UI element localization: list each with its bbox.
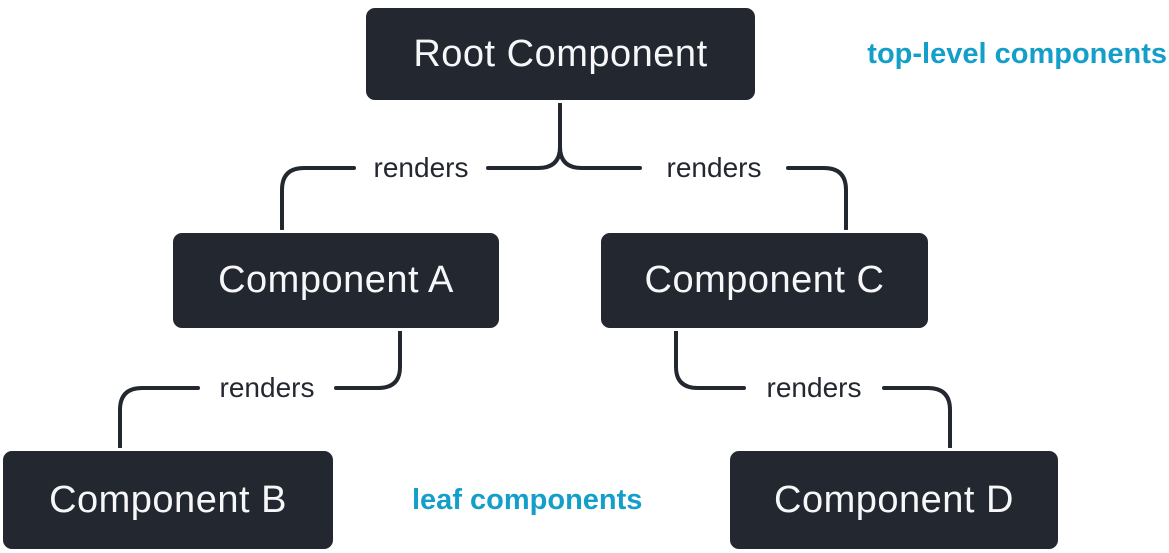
node-component-b: Component B <box>0 448 336 552</box>
node-component-b-label: Component B <box>49 478 287 521</box>
edge-label-renders-root-to-a: renders <box>373 152 469 183</box>
node-component-a: Component A <box>170 230 502 331</box>
node-component-c-label: Component C <box>644 259 885 301</box>
node-component-c: Component C <box>598 230 931 331</box>
annotation-leaf-components: leaf components <box>412 484 643 516</box>
node-root-component-label: Root Component <box>413 32 708 75</box>
node-component-a-label: Component A <box>218 259 454 301</box>
node-component-d-label: Component D <box>774 478 1014 521</box>
edge-label-renders-a-to-b: renders <box>219 372 315 403</box>
edge-label-renders-c-to-d: renders <box>766 372 862 403</box>
edge-label-renders-root-to-c: renders <box>666 152 762 183</box>
node-component-d: Component D <box>727 448 1061 552</box>
annotation-top-level-components: top-level components <box>867 38 1167 70</box>
node-root-component: Root Component <box>363 5 758 103</box>
